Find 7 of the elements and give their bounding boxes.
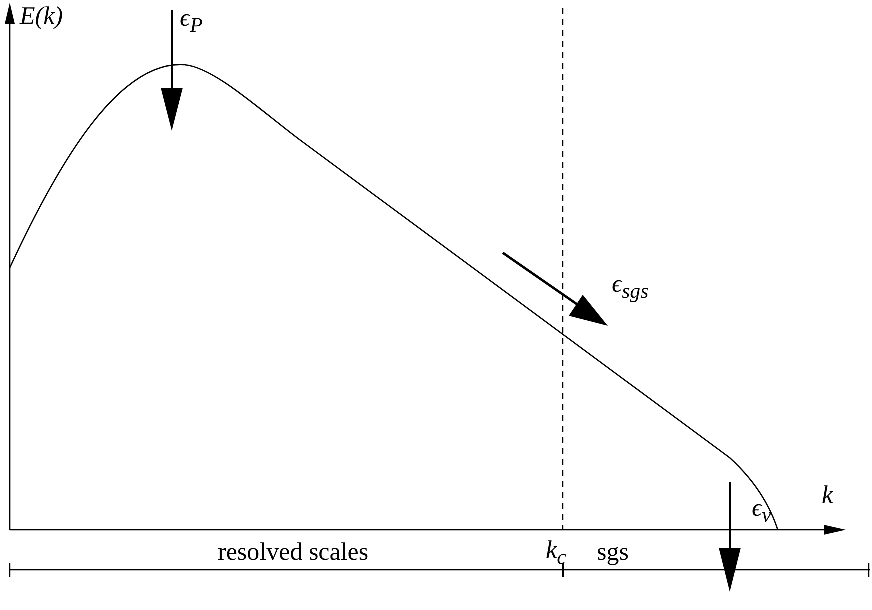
range-label: resolved scales [218,540,369,565]
axis-label: k [822,483,834,508]
flux-label: ϵ$_{v}$ [752,496,772,526]
axis-label: E(k) [20,4,64,29]
flux-label: ϵ$_{P}$ [180,6,203,36]
flux-label: ϵ$_{sgs}$ [612,272,649,302]
range-label: sgs [597,540,629,565]
